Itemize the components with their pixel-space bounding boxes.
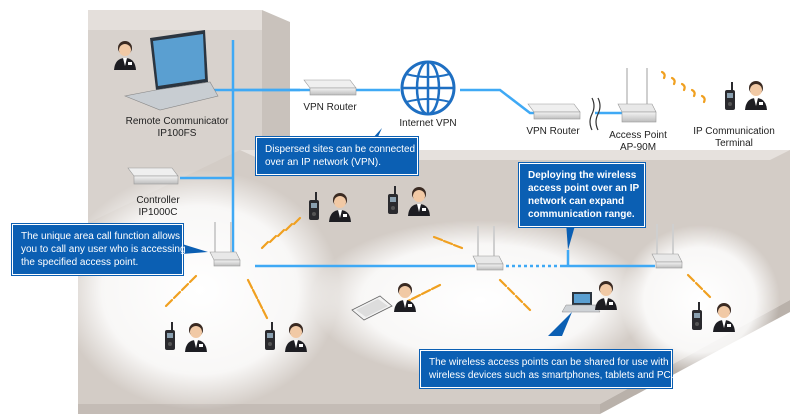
wall-top	[88, 10, 262, 30]
ip-terminal-user-icon	[745, 81, 767, 110]
callout-vpn-line1: Dispersed sites can be connected	[265, 144, 416, 155]
globe-icon	[400, 60, 456, 116]
callout-area-line1: The unique area call function allows	[21, 231, 180, 242]
callout-pointer-expand	[566, 222, 576, 250]
callout-shared-line1: The wireless access points can be shared…	[429, 357, 669, 368]
ip-terminal-radio-icon	[725, 82, 735, 110]
callout-expand-line1: Deploying the wireless	[528, 170, 637, 181]
access-point-label: Access Point AP-90M	[603, 130, 673, 154]
remote-communicator-title: Remote Communicator	[125, 116, 229, 127]
laptop-icon	[123, 30, 219, 111]
coverage-zone-left	[60, 170, 340, 410]
radio-waves	[164, 70, 712, 320]
callout-vpn: Dispersed sites can be connected over an…	[256, 137, 418, 175]
controller-title: Controller	[136, 195, 180, 206]
coverage-zone-middle	[310, 220, 650, 380]
access-point-title: Access Point	[609, 130, 667, 141]
network-lines	[180, 40, 655, 268]
vpn-router-right-label: VPN Router	[526, 126, 580, 137]
callout-shared-use: The wireless access points can be shared…	[420, 350, 674, 388]
callout-pointer-area	[182, 244, 208, 254]
callout-vpn-line2: over an IP network (VPN).	[265, 157, 381, 168]
callout-area-call: The unique area call function allows you…	[12, 224, 186, 275]
vpn-router-left-label: VPN Router	[303, 102, 357, 113]
access-point-top-icon	[617, 68, 657, 123]
vpn-router-left-icon	[303, 79, 357, 96]
tablet-icon	[351, 295, 393, 321]
remote-communicator-label: Remote Communicator IP100FS	[112, 116, 242, 140]
ip-terminal-label: IP Communication Terminal	[684, 126, 784, 150]
callout-area-line2: you to call any user who is accessing	[21, 244, 186, 255]
callout-expand-line3: network can expand	[528, 196, 625, 207]
controller-model: IP1000C	[138, 207, 178, 218]
callout-shared-line2: wireless devices such as smartphones, ta…	[429, 370, 674, 381]
vpn-router-right-icon	[527, 103, 581, 120]
callout-area-line3: the specified access point.	[21, 257, 139, 268]
access-point-model: AP-90M	[619, 142, 657, 153]
ip-terminal-line2: Terminal	[715, 138, 753, 149]
notebook-pc-icon	[561, 292, 601, 313]
controller-icon	[127, 167, 179, 185]
callout-expand-range: Deploying the wireless access point over…	[519, 163, 645, 227]
ip-terminal-line1: IP Communication	[693, 126, 775, 137]
floor-front	[78, 404, 600, 414]
cable-break-icon	[589, 97, 601, 131]
callout-expand-line2: access point over an IP	[528, 183, 640, 194]
callout-pointer-shared	[548, 312, 572, 336]
internet-vpn-label: Internet VPN	[399, 118, 457, 129]
remote-communicator-model: IP100FS	[157, 128, 197, 139]
controller-label: Controller IP1000C	[118, 195, 198, 219]
callout-expand-line4: communication range.	[528, 209, 635, 220]
